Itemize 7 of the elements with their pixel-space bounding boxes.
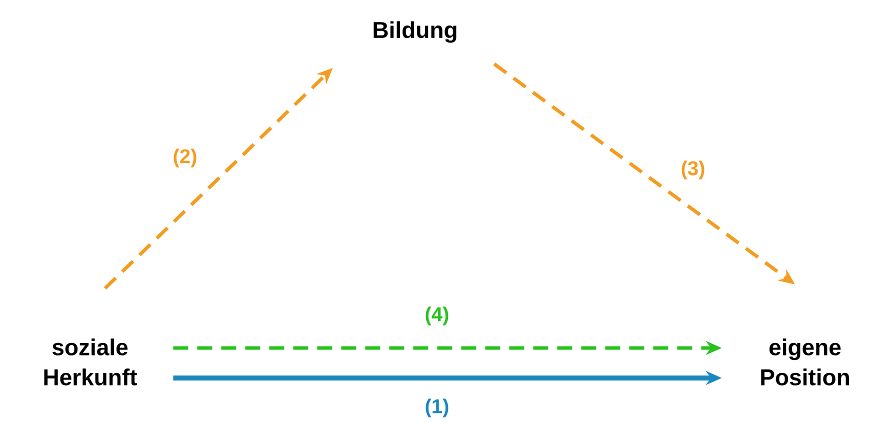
edge-label: (2)	[174, 148, 196, 168]
edge-label: (3)	[682, 160, 704, 180]
edge-label: (1)	[426, 398, 448, 418]
edge-label: (4)	[426, 306, 448, 326]
node-label: soziale Herkunft	[44, 338, 137, 386]
node-label: eigene Position	[761, 338, 849, 386]
node-label: Bildung	[374, 21, 456, 43]
